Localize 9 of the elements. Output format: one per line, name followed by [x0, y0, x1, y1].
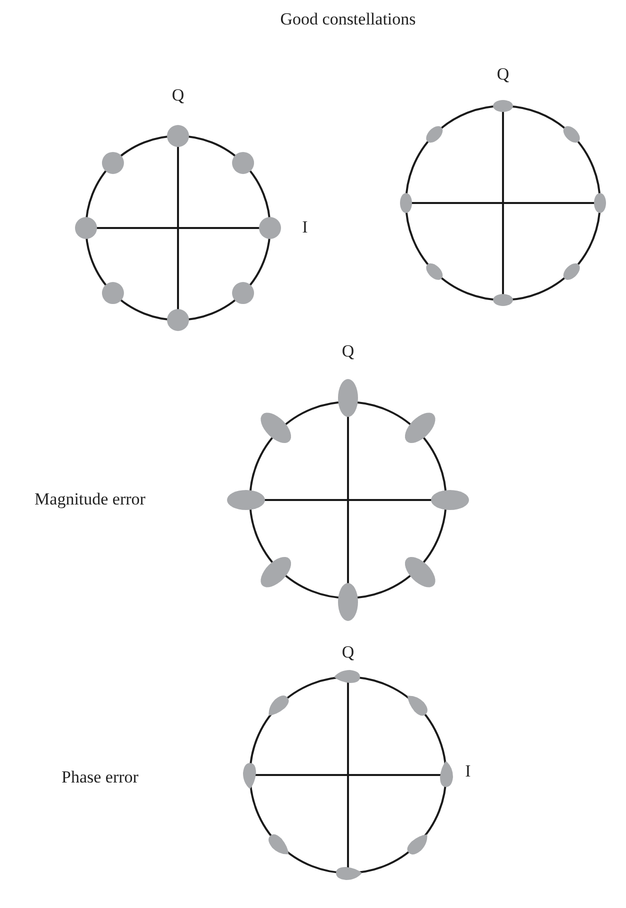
- title: Good constellations: [280, 10, 416, 30]
- axis-label: Phase error: [62, 768, 138, 788]
- axis-label: Q: [342, 644, 354, 662]
- axis-label: Q: [342, 342, 354, 362]
- axis-label: Q: [172, 86, 184, 106]
- axis-label: I: [302, 218, 308, 238]
- axis-label: I: [465, 762, 471, 782]
- axis-label: Magnitude error: [34, 490, 146, 510]
- axis-label: Q: [496, 66, 510, 84]
